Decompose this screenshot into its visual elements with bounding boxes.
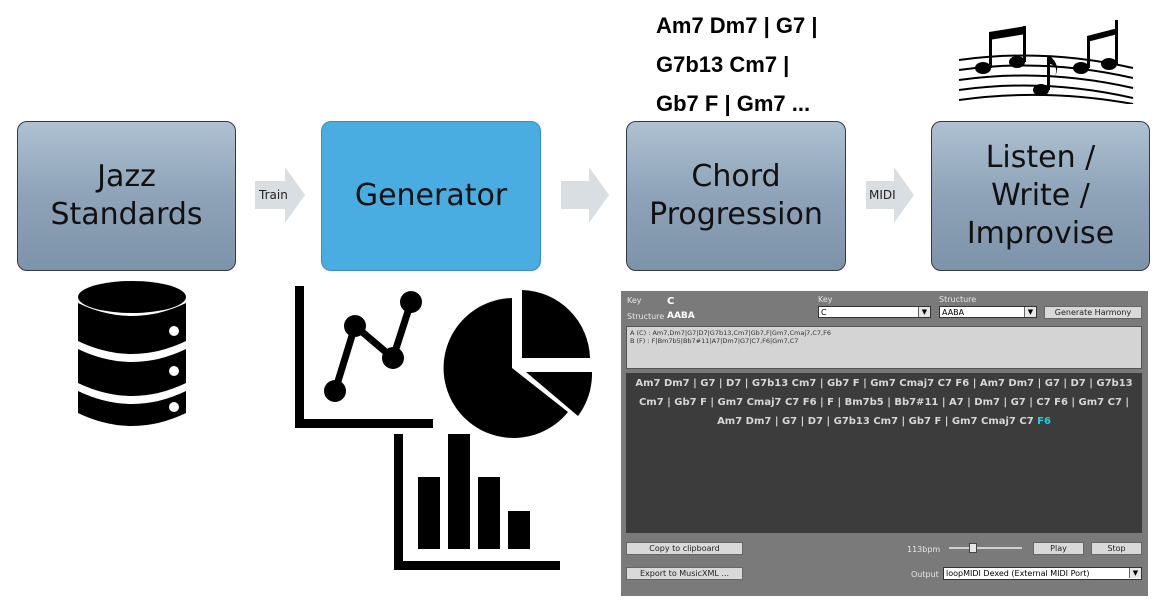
chevron-down-icon[interactable]: ▼ [1129, 568, 1141, 578]
key-select-label: Key [818, 295, 833, 304]
pie-chart-icon [443, 290, 593, 438]
chevron-down-icon[interactable]: ▼ [918, 307, 930, 317]
chord-line-text: Am7 Dm7 | G7 | D7 | G7b13 Cm7 | Gb7 F | … [717, 416, 1038, 427]
box-label: Write / [991, 178, 1090, 213]
chord-example-text: Am7 Dm7 | G7 | G7b13 Cm7 | Gb7 F | Gm7 .… [656, 6, 817, 123]
textarea-line: A (C) : Am7,Dm7|G7|D7|G7b13,Cm7|Gb7,F|Gm… [630, 329, 831, 337]
output-select[interactable]: loopMIDI Dexed (External MIDI Port) ▼ [943, 567, 1142, 580]
box-label: Generator [354, 178, 508, 213]
listen-write-improvise-box: Listen / Write / Improvise [931, 121, 1150, 271]
midi-arrow [866, 167, 914, 223]
box-label: Standards [50, 197, 203, 232]
export-musicxml-button[interactable]: Export to MusicXML ... [626, 567, 743, 580]
key-value: C [667, 296, 675, 307]
train-arrow [255, 167, 305, 223]
chord-line: Am7 Dm7 | G7 | D7 | G7b13 Cm7 | Gb7 F | … [635, 378, 1133, 389]
tempo-slider[interactable] [949, 543, 1022, 553]
chord-text-line: Am7 Dm7 | G7 | [656, 13, 818, 38]
box-label: Progression [649, 197, 823, 232]
box-label: Listen / [985, 140, 1096, 175]
database-icon [78, 281, 186, 426]
stop-button[interactable]: Stop [1091, 542, 1142, 555]
chord-text-line: Gb7 F | Gm7 ... [656, 91, 811, 116]
slider-track [949, 547, 1022, 549]
output-select-value: loopMIDI Dexed (External MIDI Port) [946, 569, 1090, 578]
output-label: Output [911, 570, 939, 579]
structure-select-label: Structure [939, 295, 977, 304]
box-label: Improvise [966, 216, 1115, 251]
key-select-value: C [821, 308, 827, 317]
structure-select-value: AABA [942, 308, 965, 317]
generate-harmony-button[interactable]: Generate Harmony [1044, 306, 1142, 319]
midi-label: MIDI [869, 188, 896, 202]
chord-line: Cm7 | Gb7 F | Gm7 Cmaj7 C7 F6 | F | Bm7b… [638, 397, 1130, 408]
slider-thumb[interactable] [969, 543, 977, 553]
structure-select[interactable]: AABA ▼ [939, 306, 1037, 318]
structure-textarea[interactable]: A (C) : Am7,Dm7|G7|D7|G7b13,Cm7|Gb7,F|Gm… [626, 326, 1142, 369]
flow-arrow [561, 167, 609, 223]
textarea-line: B (F) : F|Bm7b5|Bb7#11|A7|Dm7|G7|C7,F6|G… [630, 337, 799, 345]
generator-box: Generator [321, 121, 541, 271]
current-chord: F6 [1037, 416, 1051, 427]
box-label: Chord [691, 159, 781, 194]
chevron-down-icon[interactable]: ▼ [1024, 307, 1036, 317]
music-notes-icon [958, 20, 1134, 104]
chord-display: Am7 Dm7 | G7 | D7 | G7b13 Cm7 | Gb7 F | … [626, 373, 1142, 533]
structure-label: Structure [627, 312, 665, 321]
bar-chart-icon [394, 434, 560, 570]
chord-text-line: G7b13 Cm7 | [656, 52, 790, 77]
structure-value: AABA [667, 311, 695, 321]
play-button[interactable]: Play [1033, 542, 1084, 555]
train-label: Train [259, 188, 288, 202]
box-label: Jazz [97, 159, 156, 194]
key-label: Key [627, 296, 642, 305]
line-chart-icon [295, 286, 433, 428]
chord-progression-box: Chord Progression [626, 121, 846, 271]
jazz-standards-box: Jazz Standards [17, 121, 236, 271]
key-select[interactable]: C ▼ [818, 306, 931, 318]
harmony-generator-app: Key C Structure AABA Key C ▼ Structure A… [621, 291, 1148, 596]
copy-clipboard-button[interactable]: Copy to clipboard [626, 542, 743, 555]
chord-line-last: Am7 Dm7 | G7 | D7 | G7b13 Cm7 | Gb7 F | … [626, 416, 1142, 427]
bpm-readout: 113bpm [907, 545, 941, 554]
